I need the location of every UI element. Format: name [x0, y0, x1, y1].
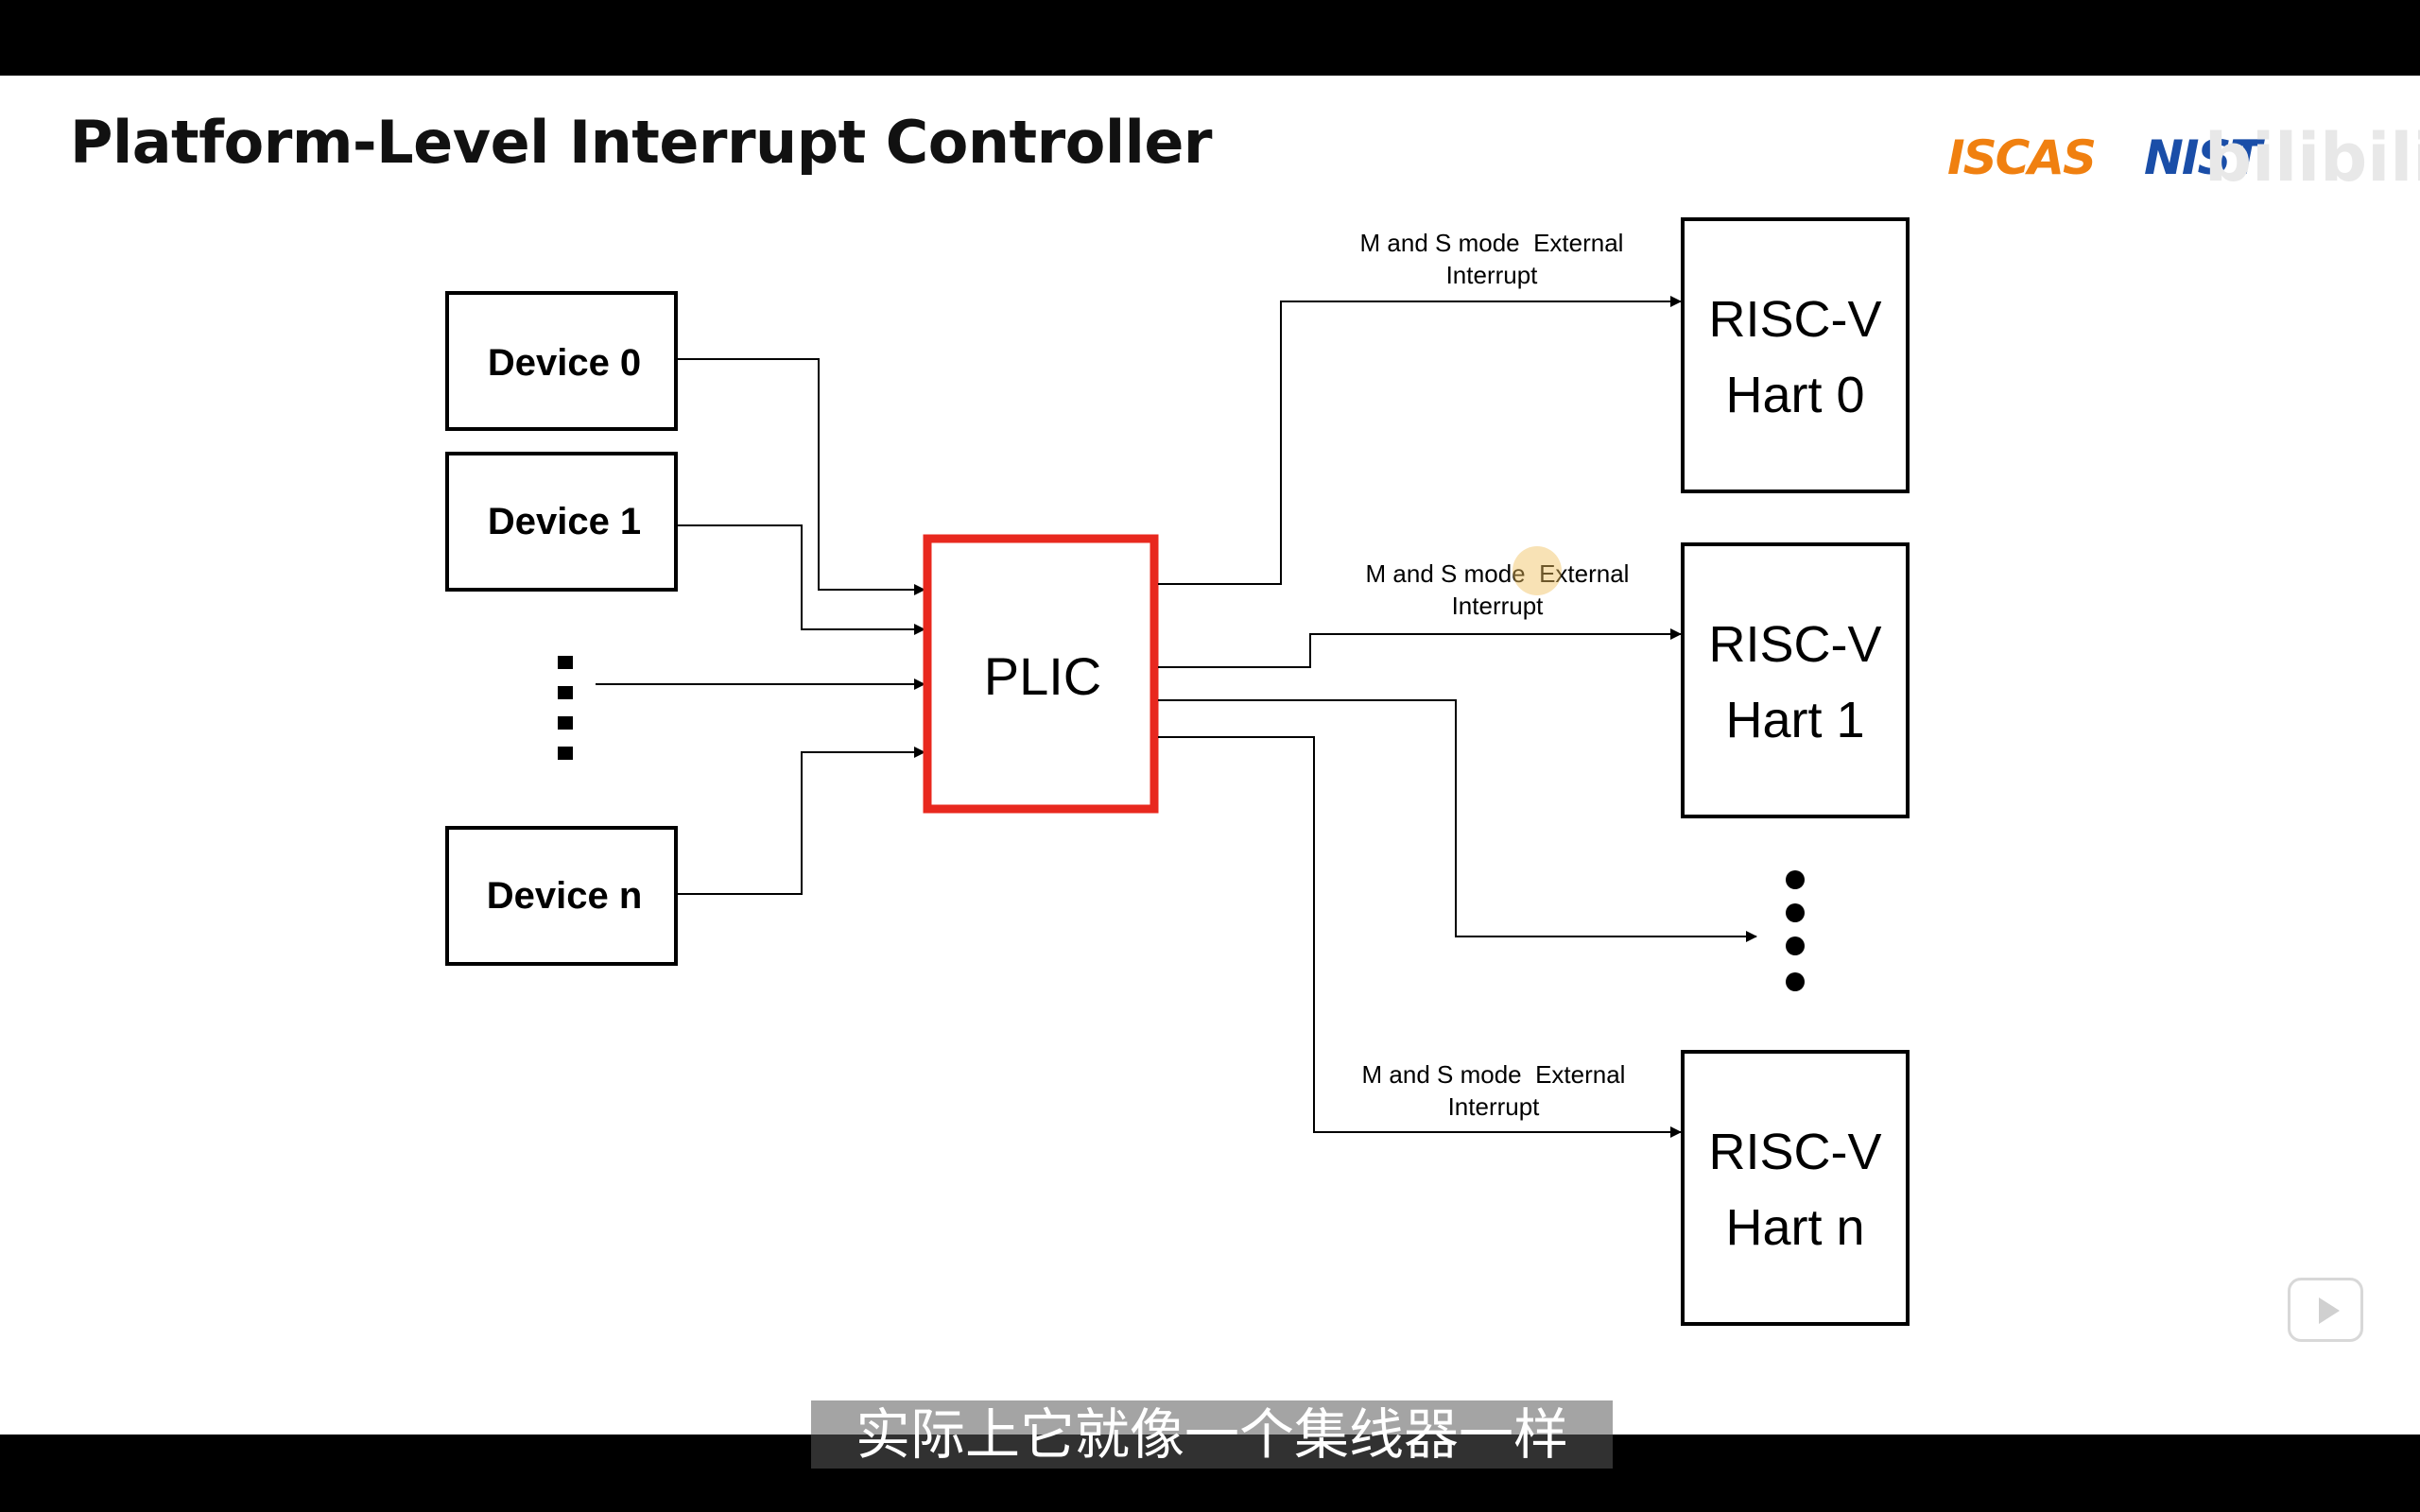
video-subtitle: 实际上它就像一个集线器一样 — [811, 1400, 1613, 1469]
edge-plic-hart-ellipsis — [1158, 699, 1757, 942]
hart-ellipsis — [1786, 870, 1805, 991]
edge-device-0-plic — [676, 358, 925, 595]
edge-label-2-line1: M and S mode External — [1362, 1060, 1626, 1089]
plic-to-hart-edges — [1158, 296, 1757, 1138]
edge-label-1-line1: M and S mode External — [1366, 559, 1630, 588]
edge-plic-hart-1 — [1158, 628, 1682, 668]
device-to-plic-edges — [596, 358, 925, 895]
slide: Platform-Level Interrupt Controller ISCA… — [0, 76, 2420, 1435]
iscas-logo: ISCAS — [1947, 130, 2097, 185]
hart-label-n-line1: RISC-V — [1708, 1124, 1881, 1180]
bilibili-watermark: bilibili — [2204, 119, 2420, 197]
edge-label-0-line1: M and S mode External — [1360, 229, 1624, 257]
play-icon — [2319, 1297, 2340, 1324]
edge-plic-hart-0 — [1158, 296, 1682, 585]
cursor-highlight — [1512, 546, 1562, 595]
edge-labels: M and S mode External Interrupt M and S … — [1360, 229, 1630, 1121]
device-ellipsis — [558, 656, 573, 760]
nist-logo: NIST — [2144, 130, 2262, 185]
hart-box-n: RISC-V Hart n — [1681, 1050, 1910, 1326]
video-top-bar — [0, 0, 2420, 76]
device-label-n: Device n — [487, 875, 643, 917]
plic-box: PLIC — [923, 534, 1159, 814]
slide-title: Platform-Level Interrupt Controller — [70, 108, 1212, 177]
edge-plic-hart-n — [1158, 736, 1682, 1138]
edge-device-n-plic — [676, 747, 925, 895]
edge-label-2-line2: Interrupt — [1448, 1092, 1541, 1121]
plic-label: PLIC — [984, 646, 1102, 706]
hart-label-1-line2: Hart 1 — [1725, 692, 1864, 748]
edge-label-0-line2: Interrupt — [1446, 261, 1539, 289]
hart-label-n-line2: Hart n — [1725, 1199, 1864, 1256]
device-label-1: Device 1 — [488, 501, 641, 542]
hart-box-0: RISC-V Hart 0 — [1681, 217, 1910, 493]
device-box-1: Device 1 — [445, 452, 678, 592]
hart-label-0-line1: RISC-V — [1708, 291, 1881, 348]
play-button[interactable] — [2288, 1278, 2363, 1342]
hart-box-1: RISC-V Hart 1 — [1681, 542, 1910, 818]
hart-label-0-line2: Hart 0 — [1725, 367, 1864, 423]
device-label-0: Device 0 — [488, 342, 641, 384]
device-box-n: Device n — [445, 826, 678, 966]
hart-label-1-line1: RISC-V — [1708, 616, 1881, 673]
edge-label-1-line2: Interrupt — [1452, 592, 1545, 620]
edge-device-1-plic — [676, 524, 925, 635]
device-box-0: Device 0 — [445, 291, 678, 431]
